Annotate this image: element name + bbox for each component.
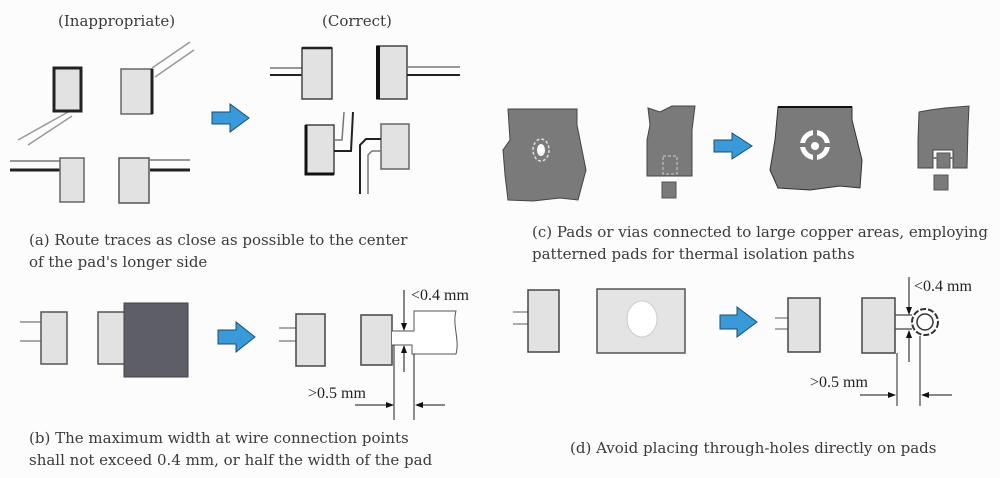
panel-c: [502, 105, 970, 202]
corrected-pad-2-with-neck: [355, 290, 458, 420]
dim-label-spacing-d: >0.5 mm: [810, 374, 868, 391]
pad-center-trace-2: [376, 45, 460, 100]
panel-b: <0.4 mm >0.5 mm: [20, 287, 469, 420]
small-pad-with-trace-d: [513, 289, 560, 353]
caption-c-line2: patterned pads for thermal isolation pat…: [532, 245, 855, 263]
copper-area-thermal-relief-via: [769, 106, 863, 191]
panel-d: <0.4 mm >0.5 mm: [513, 277, 972, 406]
caption-b-line2: shall not exceed 0.4 mm, or half the wid…: [29, 451, 433, 469]
corrected-pad-d-1: [775, 297, 821, 353]
pad-with-through-hole: [596, 288, 686, 354]
small-pad-with-trace: [20, 311, 68, 365]
right-arrow-icon: [211, 103, 250, 133]
pad-under-large-copper: [97, 302, 189, 378]
pad-corner-trace-4: [118, 157, 190, 204]
pad-diagonal-trace-1: [17, 66, 83, 146]
pad-corner-trace-3: [10, 157, 85, 203]
pad-center-trace-4: [359, 123, 410, 194]
dim-label-spacing-b: >0.5 mm: [308, 385, 366, 402]
right-arrow-icon: [217, 320, 256, 354]
right-arrow-icon: [719, 306, 758, 338]
caption-b-line1: (b) The maximum width at wire connection…: [29, 429, 409, 447]
pad-center-trace-1: [270, 46, 333, 100]
caption-a-line1: (a) Route traces as close as possible to…: [29, 231, 408, 249]
right-arrow-icon: [713, 132, 753, 160]
corrected-pad-1: [279, 313, 326, 367]
copper-area-with-via: [502, 108, 587, 202]
dim-label-width-b: <0.4 mm: [411, 287, 469, 304]
pad-center-trace-3: [304, 111, 354, 176]
copper-area-with-pad: [646, 105, 696, 199]
caption-d-line1: (d) Avoid placing through-holes directly…: [570, 439, 937, 457]
caption-a-line2: of the pad's longer side: [29, 253, 208, 271]
panel-a-inappropriate: [10, 41, 195, 204]
dim-label-width-d: <0.4 mm: [914, 278, 972, 295]
pad-diagonal-trace-2: [120, 41, 195, 115]
heading-inappropriate: (Inappropriate): [58, 12, 176, 30]
corrected-pad-d-2-with-via: [860, 277, 952, 406]
panel-a-correct: [270, 45, 460, 194]
copper-area-thermal-relief-pad: [917, 105, 970, 191]
heading-correct: (Correct): [322, 12, 392, 30]
caption-c-line1: (c) Pads or vias connected to large copp…: [532, 223, 988, 241]
